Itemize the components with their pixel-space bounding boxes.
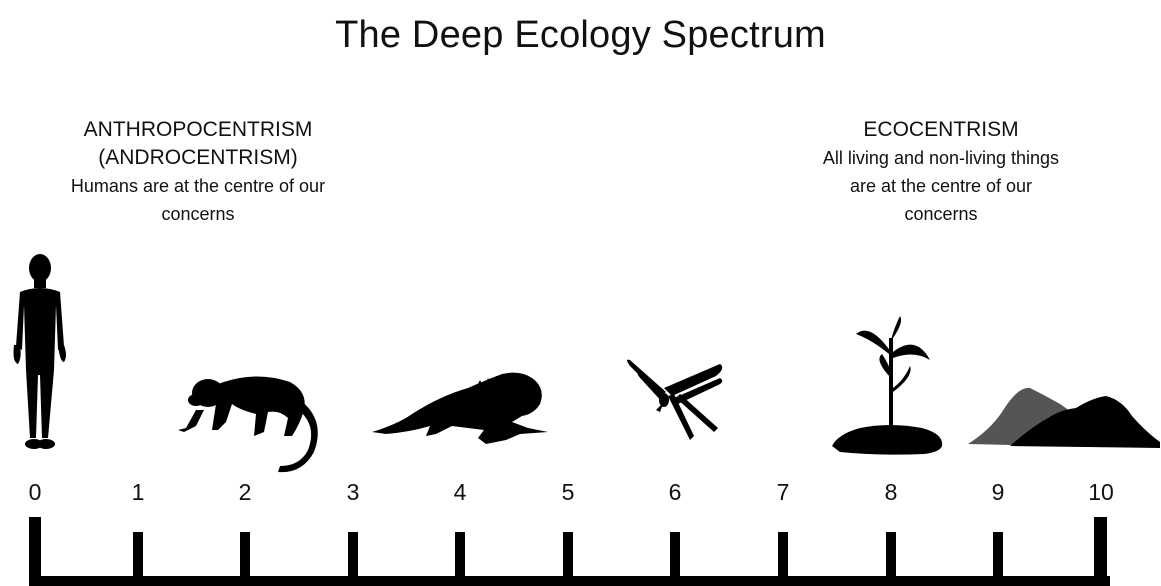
- tick-label-10: 10: [1088, 479, 1114, 505]
- anthropocentrism-block: ANTHROPOCENTRISM (ANDROCENTRISM) Humans …: [18, 116, 378, 228]
- anthropocentrism-desc-line1: Humans are at the centre of our: [70, 176, 326, 196]
- tick-label-2: 2: [238, 479, 252, 505]
- anthropocentrism-heading: ANTHROPOCENTRISM: [83, 118, 313, 141]
- seedling-icon: [832, 316, 943, 455]
- androcentrism-subheading: (ANDROCENTRISM): [98, 146, 298, 169]
- dragonfly-icon: [627, 359, 723, 440]
- scale-tick-5: [563, 532, 573, 582]
- human-icon: [13, 254, 66, 449]
- scale-tick-8: [886, 532, 896, 582]
- tick-label-7: 7: [776, 479, 790, 505]
- ecocentrism-heading: ECOCENTRISM: [863, 118, 1019, 141]
- scale-tick-4: [455, 532, 465, 582]
- scale-tick-6: [670, 532, 680, 582]
- tick-label-9: 9: [991, 479, 1005, 505]
- ecocentrism-desc-line3: concerns: [904, 204, 978, 224]
- scale-tick-1: [133, 532, 143, 582]
- ecocentrism-desc-line1: All living and non-living things: [822, 148, 1060, 168]
- scale-tick-10: [1094, 517, 1107, 582]
- monkey-icon: [178, 376, 318, 473]
- mountains-icon: [968, 387, 1160, 448]
- tick-label-1: 1: [131, 479, 145, 505]
- scale-tick-9: [993, 532, 1003, 582]
- scale-tick-0: [29, 517, 41, 582]
- anthropocentrism-desc-line2: concerns: [161, 204, 235, 224]
- scale-tick-7: [778, 532, 788, 582]
- scale-tick-3: [348, 532, 358, 582]
- tick-label-6: 6: [668, 479, 682, 505]
- tick-label-4: 4: [453, 479, 467, 505]
- tick-label-5: 5: [561, 479, 575, 505]
- spectrum-scale: [29, 517, 1110, 586]
- tick-label-8: 8: [884, 479, 898, 505]
- scale-tick-2: [240, 532, 250, 582]
- page-title: The Deep Ecology Spectrum: [335, 14, 826, 56]
- ecocentrism-block: ECOCENTRISM All living and non-living th…: [776, 116, 1106, 228]
- iguana-icon: [372, 372, 548, 444]
- ecocentrism-desc-line2: are at the centre of our: [849, 176, 1033, 196]
- tick-label-3: 3: [346, 479, 360, 505]
- tick-label-0: 0: [28, 479, 42, 505]
